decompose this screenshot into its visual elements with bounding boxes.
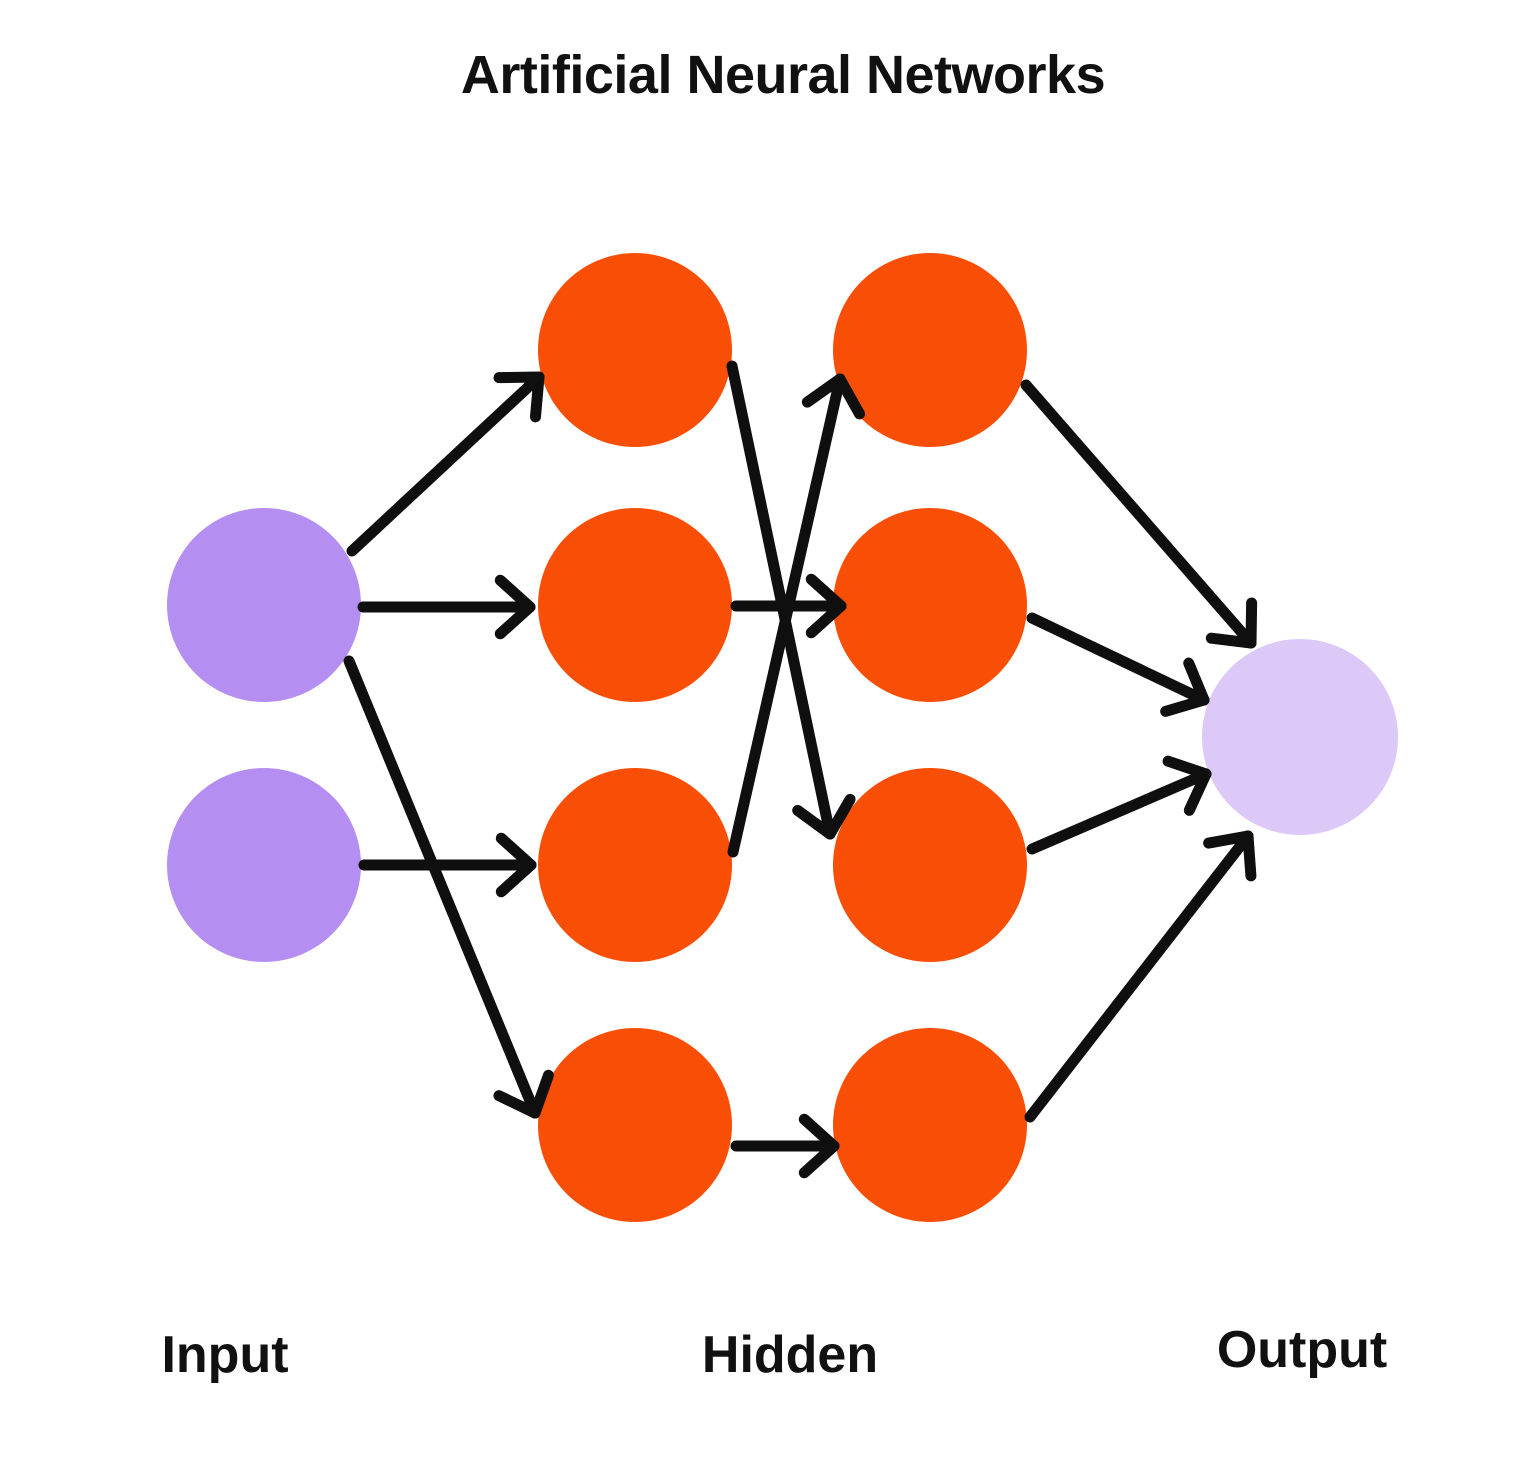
arrowhead-arm bbox=[805, 600, 847, 639]
arrowhead-arm bbox=[1183, 768, 1212, 816]
arrowhead-arm bbox=[529, 371, 545, 423]
node-hidden-1-4 bbox=[538, 1028, 732, 1222]
node-output-1 bbox=[1202, 639, 1398, 835]
arrowhead-arm bbox=[1203, 830, 1254, 849]
arrowhead-arm bbox=[495, 832, 537, 871]
node-hidden-2-3 bbox=[833, 768, 1027, 962]
arrowhead-arm bbox=[529, 1069, 554, 1119]
edge-hidden-2-1-to-output-1 bbox=[1020, 379, 1258, 649]
arrowhead-arm bbox=[834, 373, 866, 420]
arrowhead-arm bbox=[1162, 755, 1212, 780]
arrowhead-arm bbox=[493, 1090, 541, 1119]
edge-hidden-1-4-to-hidden-2-4 bbox=[730, 1113, 840, 1179]
diagram-title: Artificial Neural Networks bbox=[460, 45, 1106, 105]
edge-hidden-2-3-to-output-1 bbox=[1026, 755, 1212, 855]
edge-shaft bbox=[1026, 612, 1210, 706]
arrowhead-arm bbox=[493, 371, 545, 384]
edge-shaft bbox=[1020, 379, 1257, 649]
arrowhead-arm bbox=[1183, 657, 1210, 706]
edge-shaft bbox=[346, 371, 545, 557]
arrowhead-arm bbox=[792, 804, 836, 840]
edge-hidden-2-2-to-output-1 bbox=[1026, 612, 1210, 717]
arrowhead-arm bbox=[494, 601, 536, 640]
node-input-1 bbox=[167, 508, 361, 702]
node-hidden-1-3 bbox=[538, 768, 732, 962]
layer-label-input: Input bbox=[161, 1326, 288, 1384]
edge-shaft bbox=[727, 373, 846, 858]
edge-shaft bbox=[726, 360, 836, 840]
layer-label-output: Output bbox=[1217, 1321, 1387, 1379]
node-hidden-2-4 bbox=[833, 1028, 1027, 1222]
node-hidden-2-2 bbox=[833, 508, 1027, 702]
edge-shaft bbox=[1026, 768, 1212, 855]
edge-input-1-to-hidden-1-2 bbox=[357, 574, 536, 640]
layer-label-hidden: Hidden bbox=[702, 1326, 878, 1384]
edge-input-2-to-hidden-1-3 bbox=[358, 832, 537, 898]
arrowhead-arm bbox=[801, 373, 846, 408]
node-input-2 bbox=[167, 768, 361, 962]
arrowhead-arm bbox=[798, 1113, 840, 1152]
arrowhead-arm bbox=[1242, 830, 1257, 882]
arrowhead-arm bbox=[805, 573, 847, 612]
arrowhead-arm bbox=[798, 1140, 840, 1179]
edge-hidden-2-4-to-output-1 bbox=[1024, 830, 1257, 1123]
edge-hidden-1-1-to-hidden-2-3 bbox=[726, 360, 856, 840]
arrowhead-arm bbox=[1245, 597, 1258, 649]
edge-shaft bbox=[343, 655, 541, 1119]
arrowhead-arm bbox=[824, 793, 856, 840]
edge-hidden-1-3-to-hidden-2-1 bbox=[727, 373, 866, 858]
edge-shaft bbox=[1024, 830, 1254, 1123]
arrowhead-arm bbox=[495, 859, 537, 898]
arrowhead-arm bbox=[494, 574, 536, 613]
node-hidden-2-1 bbox=[833, 253, 1027, 447]
node-hidden-1-1 bbox=[538, 253, 732, 447]
arrowhead-arm bbox=[1160, 694, 1210, 717]
node-hidden-1-2 bbox=[538, 508, 732, 702]
arrowhead-arm bbox=[1205, 632, 1257, 649]
edge-input-1-to-hidden-1-4 bbox=[343, 655, 554, 1119]
edge-input-1-to-hidden-1-1 bbox=[346, 371, 545, 557]
